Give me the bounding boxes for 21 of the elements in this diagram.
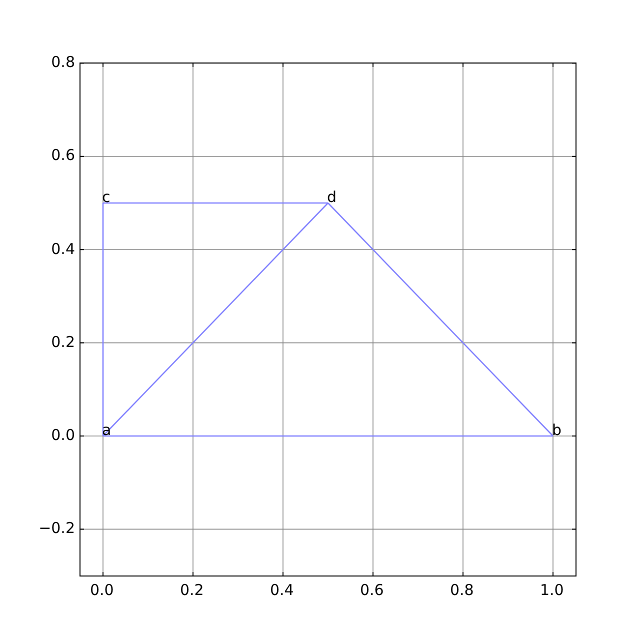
x-tick-label: 0.4 bbox=[270, 583, 294, 598]
node-label: b bbox=[552, 423, 562, 438]
node-label: a bbox=[102, 423, 112, 438]
edge-line bbox=[102, 203, 104, 436]
node-label: d bbox=[327, 190, 337, 205]
y-tick-label: 0.6 bbox=[51, 148, 75, 164]
y-tick-label: 0.8 bbox=[51, 55, 75, 70]
y-tick-label: −0.2 bbox=[38, 521, 75, 536]
y-tick-label: 0.0 bbox=[51, 428, 75, 443]
x-tick-label: 1.0 bbox=[540, 583, 564, 598]
y-tick-label: 0.2 bbox=[51, 334, 75, 350]
x-tick-label: 0.8 bbox=[450, 583, 474, 598]
edge-line bbox=[328, 202, 554, 436]
y-tick-label: 0.4 bbox=[51, 242, 75, 257]
x-tick-label: 0.0 bbox=[90, 583, 114, 598]
edge-line bbox=[103, 202, 328, 204]
edge-line bbox=[103, 435, 553, 437]
x-tick-label: 0.6 bbox=[360, 583, 384, 598]
node-label: c bbox=[102, 190, 110, 205]
x-tick-label: 0.2 bbox=[180, 583, 204, 598]
edge-line bbox=[102, 202, 328, 436]
